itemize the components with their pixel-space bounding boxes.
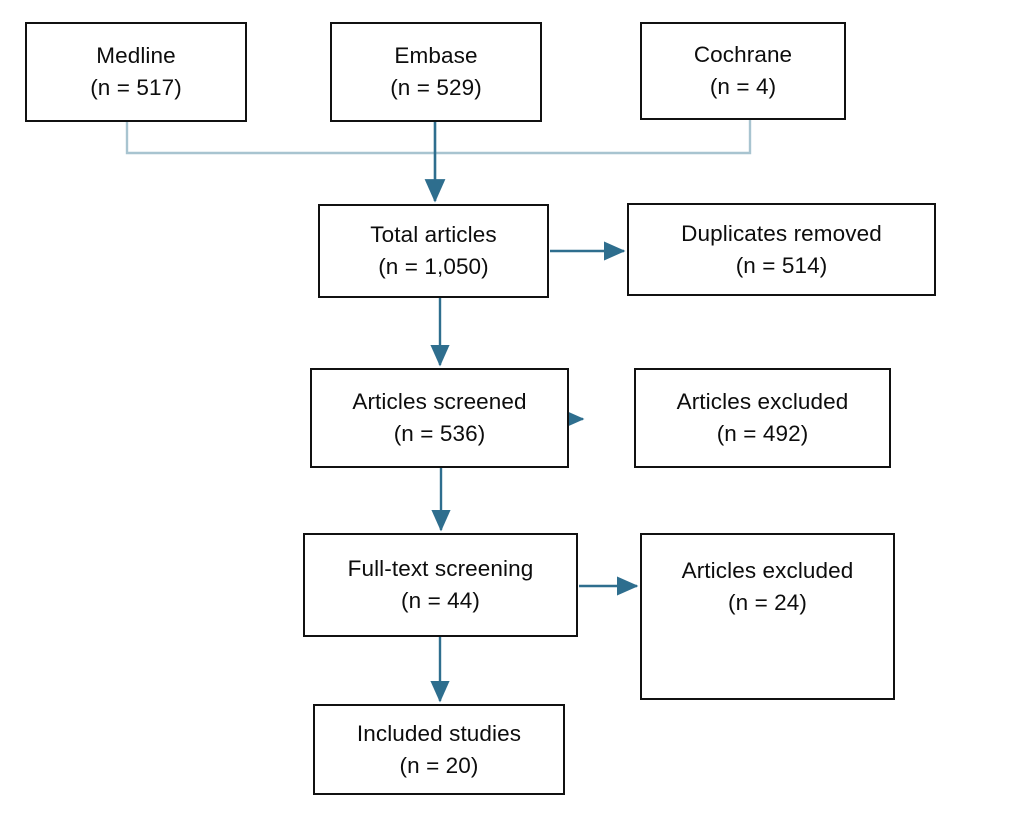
node-duplicates-removed: Duplicates removed (n = 514) (627, 203, 936, 296)
node-duplicates-removed-label: Duplicates removed (681, 220, 882, 246)
node-medline-label: Medline (96, 43, 176, 69)
node-articles-excluded-screening-label: Articles excluded (676, 389, 849, 415)
node-articles-excluded-fulltext: Articles excluded (n = 24) (640, 533, 895, 700)
node-cochrane-label: Cochrane (693, 42, 793, 68)
node-articles-screened-label: Articles screened (352, 389, 527, 415)
node-cochrane: Cochrane (n = 4) (640, 22, 846, 120)
node-duplicates-removed-count: (n = 514) (735, 252, 828, 278)
node-fulltext-screening-label: Full-text screening (347, 556, 534, 582)
node-medline: Medline (n = 517) (25, 22, 247, 122)
node-total-articles: Total articles (n = 1,050) (318, 204, 549, 298)
node-total-articles-count: (n = 1,050) (378, 254, 489, 279)
node-articles-excluded-fulltext-count: (n = 24) (728, 589, 807, 615)
node-total-articles-label: Total articles (370, 222, 497, 248)
node-articles-excluded-fulltext-label: Articles excluded (681, 558, 854, 583)
node-medline-count: (n = 517) (90, 75, 182, 100)
node-articles-screened: Articles screened (n = 536) (310, 368, 569, 468)
node-included-studies-label: Included studies (356, 720, 522, 746)
node-included-studies: Included studies (n = 20) (313, 704, 565, 795)
node-articles-excluded-screening: Articles excluded (n = 492) (634, 368, 891, 468)
node-fulltext-screening: Full-text screening (n = 44) (303, 533, 578, 637)
node-embase-label: Embase (394, 43, 478, 69)
node-articles-screened-count: (n = 536) (393, 421, 486, 446)
node-embase-count: (n = 529) (390, 75, 482, 100)
node-included-studies-count: (n = 20) (399, 752, 479, 778)
manifold-connector-medline (125, 122, 435, 155)
node-articles-excluded-screening-count: (n = 492) (716, 421, 809, 446)
manifold-connector-cochrane (435, 120, 752, 155)
node-cochrane-count: (n = 4) (709, 74, 777, 99)
node-fulltext-screening-count: (n = 44) (401, 588, 480, 613)
node-embase: Embase (n = 529) (330, 22, 542, 122)
